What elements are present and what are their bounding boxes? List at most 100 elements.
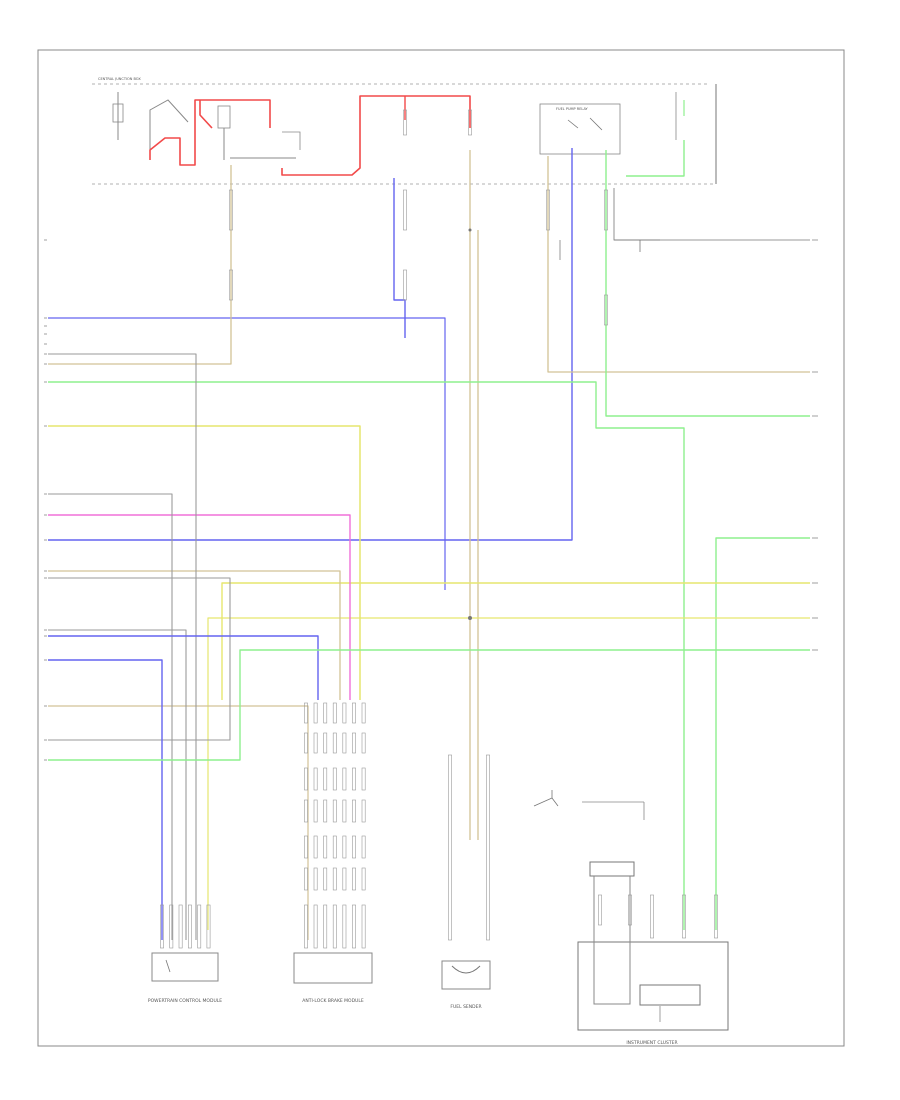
wire-gray-23 <box>48 353 197 940</box>
pcm-connector-pin-4 <box>197 904 202 949</box>
wire-blue-28 <box>48 659 163 940</box>
abs-connector-row1-pin-2 <box>323 702 328 724</box>
wire-green-4 <box>626 140 685 177</box>
fuse-pin-a-pin-0 <box>403 109 407 136</box>
ic-connector-d-pin-0 <box>682 894 686 939</box>
junction-pin-c-pin-0 <box>403 189 407 231</box>
ground-symbols <box>468 228 660 620</box>
wire-yellow-17 <box>48 425 361 700</box>
abs-connector-row3-pin-3 <box>332 767 337 791</box>
abs-connector-row4-pin-5 <box>352 799 356 823</box>
abs-connector-row1-pin-0 <box>304 702 308 724</box>
abs-connector-row7-pin-3 <box>332 904 337 949</box>
abs-connector-row4-pin-6 <box>361 799 366 823</box>
abs-connector-row4-pin-1 <box>313 799 318 823</box>
abs-connector-row2-pin-4 <box>342 732 347 754</box>
wire-tan-9 <box>48 165 232 365</box>
abs-connector-row7-pin-0 <box>304 904 308 949</box>
abs-connector-row5-pin-4 <box>342 835 347 859</box>
wire-tan-21 <box>48 570 341 700</box>
pcm-component <box>151 952 219 982</box>
abs-connector-row5-pin-3 <box>332 835 337 859</box>
wire-red-0 <box>149 99 271 166</box>
connector-pins <box>160 109 718 949</box>
abs-connector-row4-pin-3 <box>332 799 337 823</box>
instrument-cluster-caption: INSTRUMENT CLUSTER <box>626 1040 677 1046</box>
abs-connector-row3-pin-4 <box>342 767 347 791</box>
wire-pink-20 <box>48 514 351 700</box>
abs-connector-row1-pin-3 <box>332 702 337 724</box>
abs-connector-row3-pin-0 <box>304 767 308 791</box>
abs-connector-row6-pin-1 <box>313 867 318 891</box>
wire-blue-27 <box>48 635 319 700</box>
fuse-block-symbols: FUEL PUMP RELAY <box>112 92 677 160</box>
abs-connector-row3-pin-6 <box>361 767 366 791</box>
abs-connector-row1-pin-5 <box>352 702 356 724</box>
wire-blue-7 <box>48 148 573 541</box>
wire-green-29 <box>48 649 810 761</box>
wire-gray-25 <box>48 577 231 741</box>
abs-connector-row5-pin-5 <box>352 835 356 859</box>
instrument-cluster-component <box>577 861 729 1031</box>
wire-green-13 <box>605 150 810 417</box>
abs-connector-row3-pin-1 <box>313 767 318 791</box>
junction-pin-a-pin-0 <box>229 189 233 231</box>
abs-connector-row6-pin-2 <box>323 867 328 891</box>
wire-blue-6 <box>393 178 406 338</box>
abs-connector-row6-pin-4 <box>342 867 347 891</box>
wire-red-1 <box>199 100 213 129</box>
junction-box-label: CENTRAL JUNCTION BOX <box>98 77 141 81</box>
wire-green-14 <box>48 381 685 930</box>
wire-gray-26 <box>48 629 187 940</box>
abs-connector-row7-pin-1 <box>313 904 318 949</box>
abs-connector-row4-pin-0 <box>304 799 308 823</box>
pcm-caption: POWERTRAIN CONTROL MODULE <box>148 998 222 1004</box>
wire-gray-16 <box>613 188 810 241</box>
ic-connector-e-pin-0 <box>714 894 718 939</box>
abs-connector-row2-pin-2 <box>323 732 328 754</box>
wire-blue-8 <box>48 317 446 590</box>
abs-connector-row2-pin-1 <box>313 732 318 754</box>
abs-connector-row6-pin-6 <box>361 867 366 891</box>
wire-yellow-19 <box>207 617 810 930</box>
abs-connector-row6-pin-0 <box>304 867 308 891</box>
abs-connector-row2-pin-3 <box>332 732 337 754</box>
abs-connector-row7-pin-2 <box>323 904 328 949</box>
wire-red-2 <box>281 95 471 176</box>
pcm-connector-pin-2 <box>178 904 183 949</box>
wire-harness <box>48 95 810 940</box>
fuel-sender-caption: FUEL SENDER <box>450 1004 481 1010</box>
abs-module-component <box>293 952 373 984</box>
fuel-sender-connector-b-pin-0 <box>486 754 490 941</box>
fuel-level-switch-symbol <box>533 790 645 820</box>
pcm-connector-pin-3 <box>188 904 192 949</box>
junction-pin-e-pin-0 <box>546 189 550 231</box>
abs-connector-row2-pin-6 <box>361 732 366 754</box>
abs-connector-row7-pin-6 <box>361 904 366 949</box>
pcm-connector-pin-0 <box>160 904 164 949</box>
abs-connector-row4-pin-4 <box>342 799 347 823</box>
fuel-sender-component <box>441 960 491 990</box>
pcm-connector-pin-1 <box>169 904 174 949</box>
wire-tan-12 <box>547 156 810 373</box>
abs-connector-row5-pin-2 <box>323 835 328 859</box>
abs-connector-row1-pin-4 <box>342 702 347 724</box>
abs-connector-row1-pin-6 <box>361 702 366 724</box>
pcm-connector-pin-5 <box>206 904 211 949</box>
diagram-border <box>37 49 845 1047</box>
abs-connector-row5-pin-1 <box>313 835 318 859</box>
abs-connector-row2-pin-0 <box>304 732 308 754</box>
fuse-pin-b-pin-0 <box>468 109 472 136</box>
abs-connector-row5-pin-6 <box>361 835 366 859</box>
junction-pin-d-pin-0 <box>403 269 407 301</box>
junction-pin-f-pin-0 <box>604 189 608 231</box>
fuel-pump-relay-label: FUEL PUMP RELAY <box>556 107 589 111</box>
fuel-sender-connector-pin-0 <box>448 754 452 941</box>
ic-connector-c-pin-0 <box>650 894 654 939</box>
junction-pin-b-pin-0 <box>229 269 233 301</box>
wire-green-15 <box>715 537 810 930</box>
abs-connector-row2-pin-5 <box>352 732 356 754</box>
abs-connector-row5-pin-0 <box>304 835 308 859</box>
abs-connector-row4-pin-2 <box>323 799 328 823</box>
